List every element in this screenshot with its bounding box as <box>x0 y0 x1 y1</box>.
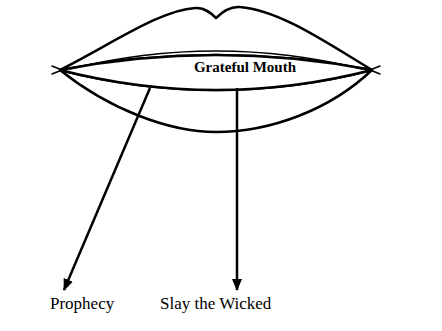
mouth-opening <box>60 55 372 90</box>
node-label: Grateful Mouth <box>118 57 372 77</box>
text-node: Slay the Wicked <box>160 294 276 314</box>
lip-corner-left <box>52 66 62 74</box>
mouth-node: Grateful Mouth <box>60 57 372 88</box>
arrow-connector <box>236 88 239 290</box>
node-label: Prophecy <box>50 294 119 314</box>
lip-corner-right <box>370 66 380 74</box>
arrow-connector <box>64 88 150 290</box>
node-label: Slay the Wicked <box>160 294 276 314</box>
text-node: Prophecy <box>50 294 119 314</box>
